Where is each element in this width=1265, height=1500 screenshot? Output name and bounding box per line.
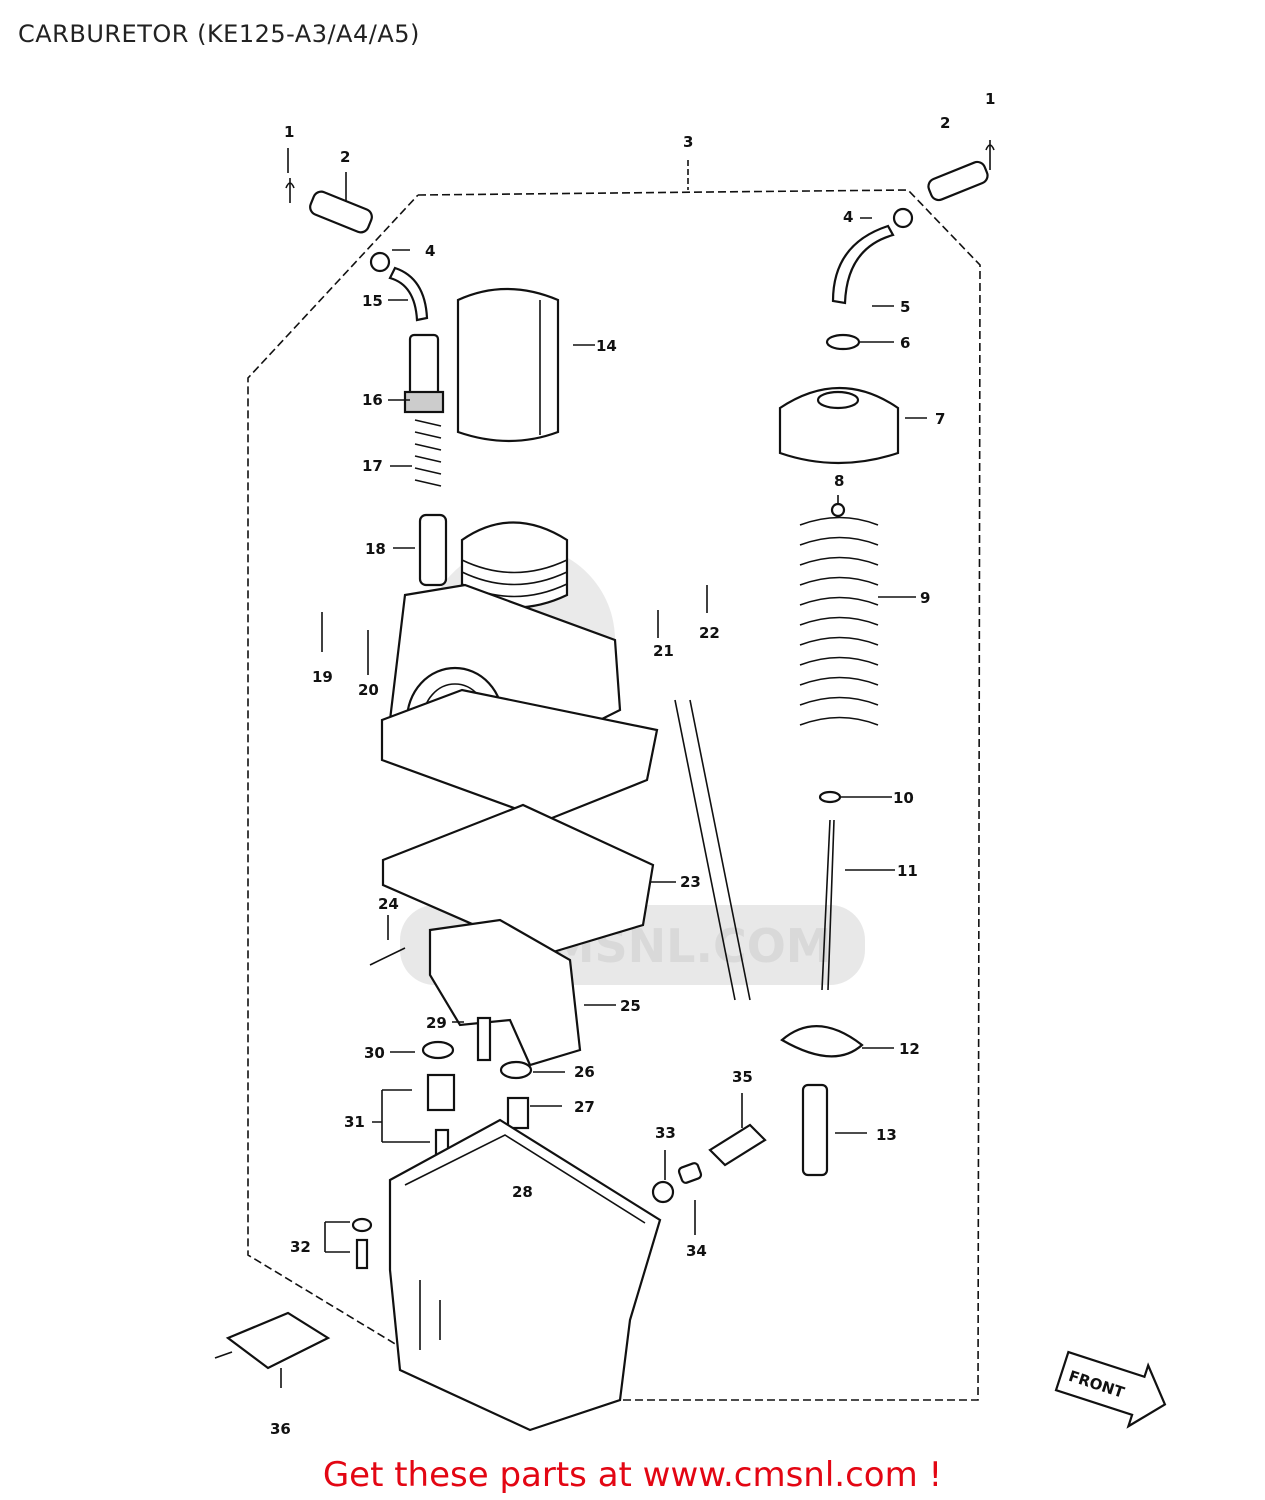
part-label-8: 8	[834, 472, 844, 490]
part-label-9: 9	[920, 589, 930, 607]
part-label-1: 1	[985, 90, 995, 108]
part-label-26: 26	[574, 1063, 595, 1081]
part-label-35: 35	[732, 1068, 753, 1086]
part-label-32: 32	[290, 1238, 311, 1256]
right-cable-assembly	[778, 140, 995, 1177]
cap-36	[225, 1311, 331, 1370]
part-label-4: 4	[843, 208, 853, 226]
part-label-11: 11	[897, 862, 918, 880]
promo-link-text[interactable]: Get these parts at www.cmsnl.com !	[322, 1455, 943, 1495]
part-number-labels: 1 1 2 2 3 4 4 5 6 7 8 9 10 11 12 13 14 1…	[270, 90, 995, 1438]
part-label-27: 27	[574, 1098, 595, 1116]
part-label-4: 4	[425, 242, 435, 260]
throttle-slide	[456, 287, 560, 443]
part-label-24: 24	[378, 895, 399, 913]
part-label-29: 29	[426, 1014, 447, 1032]
part-label-10: 10	[893, 789, 914, 807]
jets-and-float	[369, 918, 582, 1162]
part-label-33: 33	[655, 1124, 676, 1142]
front-direction-arrow: FRONT	[1054, 1350, 1167, 1429]
part-label-17: 17	[362, 457, 383, 475]
screw-set-32	[351, 1217, 373, 1270]
left-cable-assembly	[285, 178, 445, 487]
part-label-5: 5	[900, 298, 910, 316]
page-title: CARBURETOR (KE125-A3/A4/A5)	[18, 20, 420, 48]
part-label-25: 25	[620, 997, 641, 1015]
part-label-3: 3	[683, 133, 693, 151]
part-label-7: 7	[935, 410, 945, 428]
part-label-2: 2	[940, 114, 950, 132]
part-label-13: 13	[876, 1126, 897, 1144]
part-label-18: 18	[365, 540, 386, 558]
part-label-15: 15	[362, 292, 383, 310]
part-label-36: 36	[270, 1420, 291, 1438]
part-label-12: 12	[899, 1040, 920, 1058]
part-label-34: 34	[686, 1242, 707, 1260]
part-label-6: 6	[900, 334, 910, 352]
part-label-19: 19	[312, 668, 333, 686]
part-label-2: 2	[340, 148, 350, 166]
part-label-21: 21	[653, 642, 674, 660]
part-label-1: 1	[284, 123, 294, 141]
part-label-23: 23	[680, 873, 701, 891]
part-label-28: 28	[512, 1183, 533, 1201]
drain-assembly	[651, 1123, 767, 1204]
part-label-14: 14	[596, 337, 617, 355]
float-bowl	[388, 1118, 662, 1432]
part-label-16: 16	[362, 391, 383, 409]
carburetor-body	[380, 513, 751, 1001]
part-label-22: 22	[699, 624, 720, 642]
assembly-outline	[247, 189, 981, 1401]
part-label-30: 30	[364, 1044, 385, 1062]
part-label-31: 31	[344, 1113, 365, 1131]
part-label-20: 20	[358, 681, 379, 699]
